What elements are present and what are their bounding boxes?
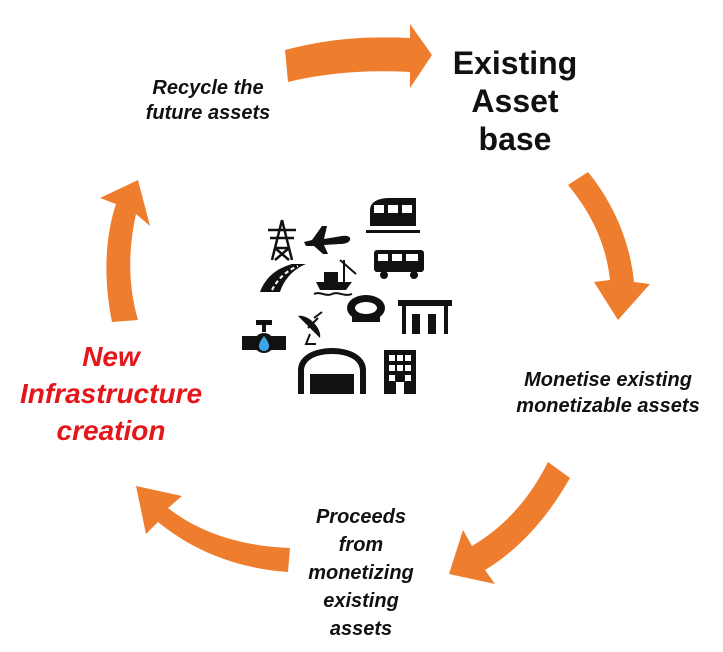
road-icon <box>260 264 306 292</box>
train-icon <box>366 198 420 233</box>
label-line: Asset <box>471 83 559 119</box>
ship-port-icon <box>313 259 357 296</box>
label-line: base <box>478 121 552 157</box>
power-tower-icon <box>268 219 296 261</box>
label-line: Infrastructure <box>19 378 203 409</box>
label-line: assets <box>329 618 393 640</box>
label-line: from <box>338 534 384 556</box>
arrow-top <box>285 24 432 88</box>
label-line: Recycle the <box>152 77 264 99</box>
bus-icon <box>374 250 424 279</box>
building-icon <box>384 350 416 394</box>
label-line: existing <box>323 590 399 612</box>
label-line: Monetise existing <box>524 369 692 391</box>
warehouse-icon <box>298 348 366 394</box>
satellite-dish-icon <box>298 311 323 345</box>
label-line: future assets <box>145 102 271 124</box>
label-line: Proceeds <box>315 506 407 528</box>
label-recycle: Recycle the future assets <box>118 76 298 126</box>
label-line: monetizing <box>308 562 414 584</box>
label-line: Existing <box>452 45 578 81</box>
label-line: New <box>82 341 140 372</box>
arrow-bottom-right <box>449 462 570 584</box>
fuel-station-icon <box>398 300 452 334</box>
airplane-icon <box>304 226 351 254</box>
arrow-bottom-left <box>136 486 290 572</box>
stadium-icon <box>347 295 385 322</box>
label-proceeds: Proceeds from monetizing existing assets <box>286 503 436 643</box>
label-line: monetizable assets <box>516 395 700 417</box>
arrow-left <box>100 180 150 322</box>
label-monetise: Monetise existing monetizable assets <box>498 367 718 419</box>
label-line: creation <box>56 415 166 446</box>
label-existing-asset-base: Existing Asset base <box>440 44 590 158</box>
arrow-right <box>568 172 650 320</box>
label-new-infrastructure: New Infrastructure creation <box>0 338 222 449</box>
water-valve-icon <box>242 320 286 353</box>
